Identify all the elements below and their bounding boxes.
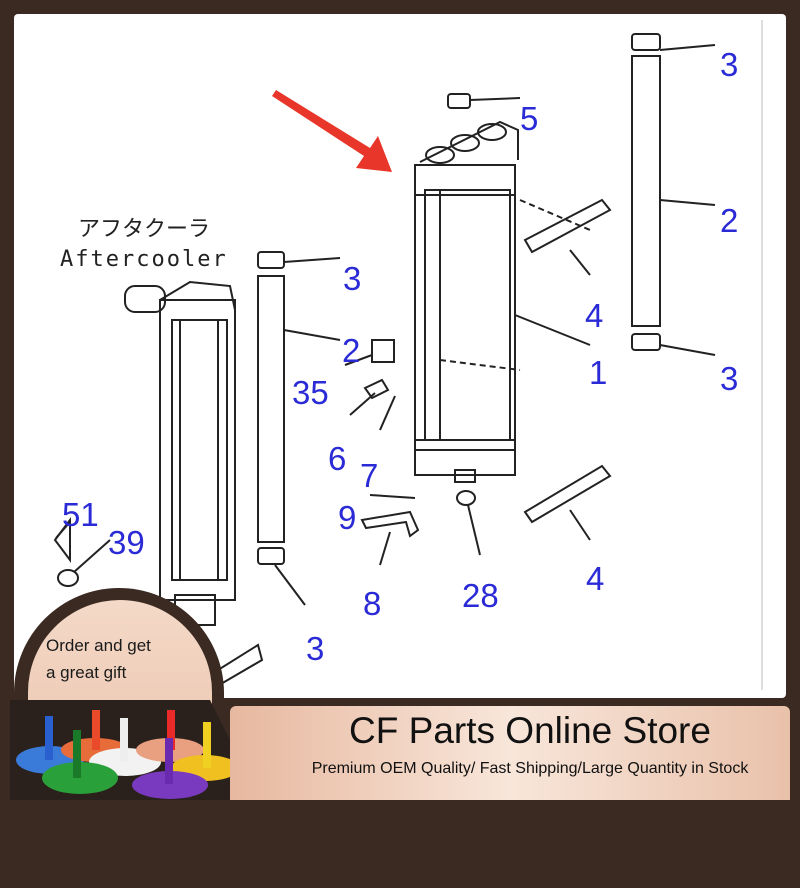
store-name: CF Parts Online Store (349, 710, 711, 751)
part-callout-39: 39 (108, 524, 145, 561)
store-banner: CF Parts Online Store Premium OEM Qualit… (230, 706, 790, 800)
part-callout-51: 51 (62, 496, 99, 533)
red-arrow-icon (272, 90, 392, 172)
part-callout-3: 3 (306, 630, 324, 667)
spinning-tops-photo (10, 700, 260, 800)
part-callout-6: 6 (328, 440, 346, 477)
store-tagline: Premium OEM Quality/ Fast Shipping/Large… (311, 760, 749, 777)
part-callout-35: 35 (292, 374, 329, 411)
part-callout-4: 4 (586, 560, 604, 597)
part-callout-7: 7 (360, 457, 378, 494)
part-callout-2: 2 (720, 202, 738, 239)
part-callout-3: 3 (720, 360, 738, 397)
gift-promo-text: Order and get a great gift (46, 632, 151, 686)
japanese-label: アフタクーラ (78, 217, 210, 242)
aftercooler-label: Aftercooler (60, 247, 228, 272)
spinning-tops-image (16, 710, 239, 799)
part-callout-5: 5 (520, 100, 538, 137)
gift-line-2: a great gift (46, 663, 127, 682)
part-callout-1: 1 (589, 354, 607, 391)
part-callout-9: 9 (338, 499, 356, 536)
part-callout-2: 2 (342, 332, 360, 369)
part-callout-4: 4 (585, 297, 603, 334)
gift-line-1: Order and get (46, 636, 151, 655)
part-callout-8: 8 (363, 585, 381, 622)
part-callout-28: 28 (462, 577, 499, 614)
part-callout-3: 3 (720, 46, 738, 83)
part-callout-3: 3 (343, 260, 361, 297)
